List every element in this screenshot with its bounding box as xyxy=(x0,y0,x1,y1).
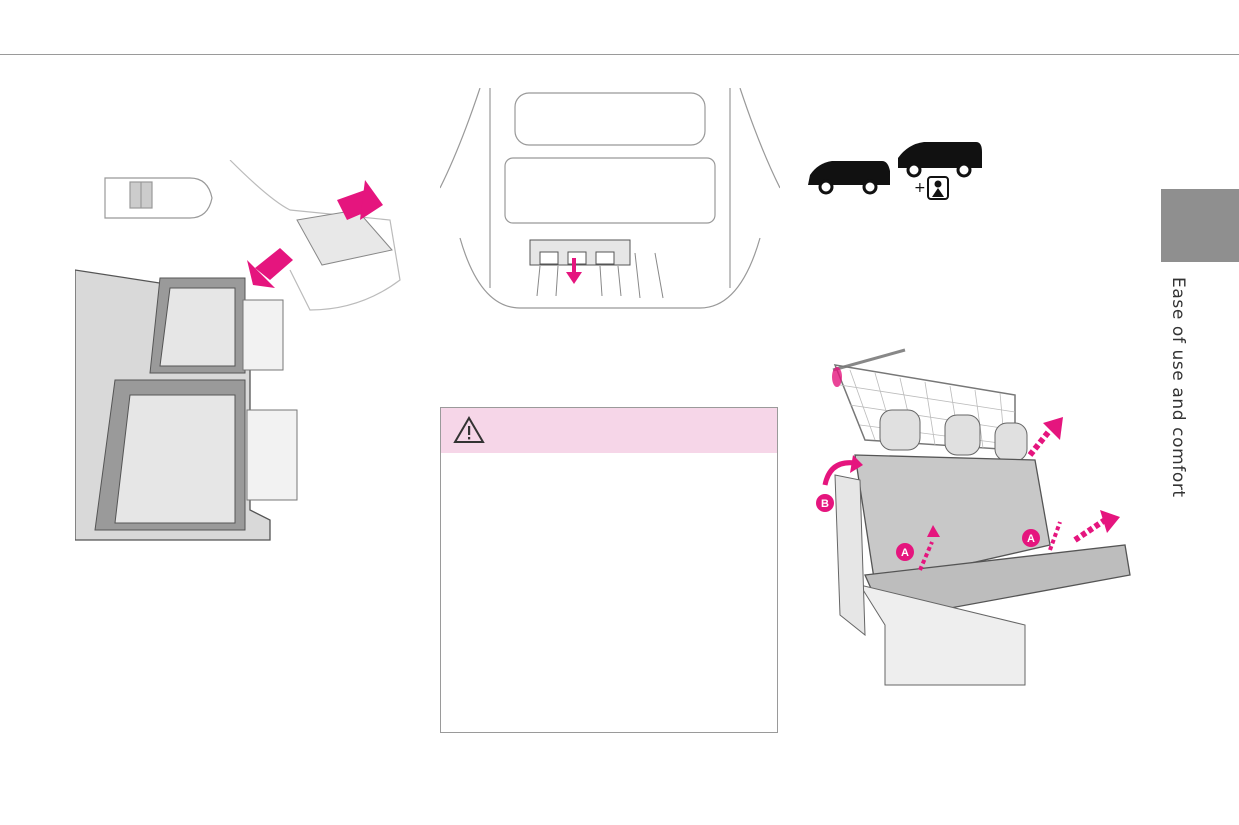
child-seat-icon xyxy=(927,176,949,200)
callout-a-marker-right: A xyxy=(1022,529,1040,547)
callout-b-marker: B xyxy=(816,494,834,512)
header-rule xyxy=(0,54,1239,55)
release-arrow-b xyxy=(822,455,863,486)
slide-back-arrow xyxy=(247,248,293,288)
svg-text:A: A xyxy=(1027,533,1035,545)
fold-arrow-a-right xyxy=(1048,521,1062,551)
svg-text:A: A xyxy=(901,547,909,559)
van-icon xyxy=(808,161,890,195)
tilt-arrow-up xyxy=(1027,417,1063,457)
pull-down-arrow xyxy=(566,258,582,284)
warning-box xyxy=(440,407,778,733)
warning-header xyxy=(441,408,777,453)
rear-floor-illustration xyxy=(440,88,780,309)
fold-arrow-a-left xyxy=(918,525,940,571)
callout-a-marker-left: A xyxy=(896,543,914,561)
van-large-icon xyxy=(898,142,982,178)
svg-text:+: + xyxy=(914,180,926,196)
floor-storage-illustration xyxy=(75,160,401,541)
section-title: Ease of use and comfort xyxy=(1168,277,1188,498)
warning-triangle-icon xyxy=(453,416,485,443)
vehicle-version-icons: + xyxy=(808,142,982,200)
rear-bench-illustration: B A A xyxy=(816,348,1131,686)
car-topview-icon xyxy=(104,177,213,219)
tilt-arrow-right xyxy=(1073,510,1120,543)
svg-text:B: B xyxy=(821,498,829,510)
section-tab xyxy=(1161,189,1239,262)
slide-forward-arrow xyxy=(337,180,383,220)
